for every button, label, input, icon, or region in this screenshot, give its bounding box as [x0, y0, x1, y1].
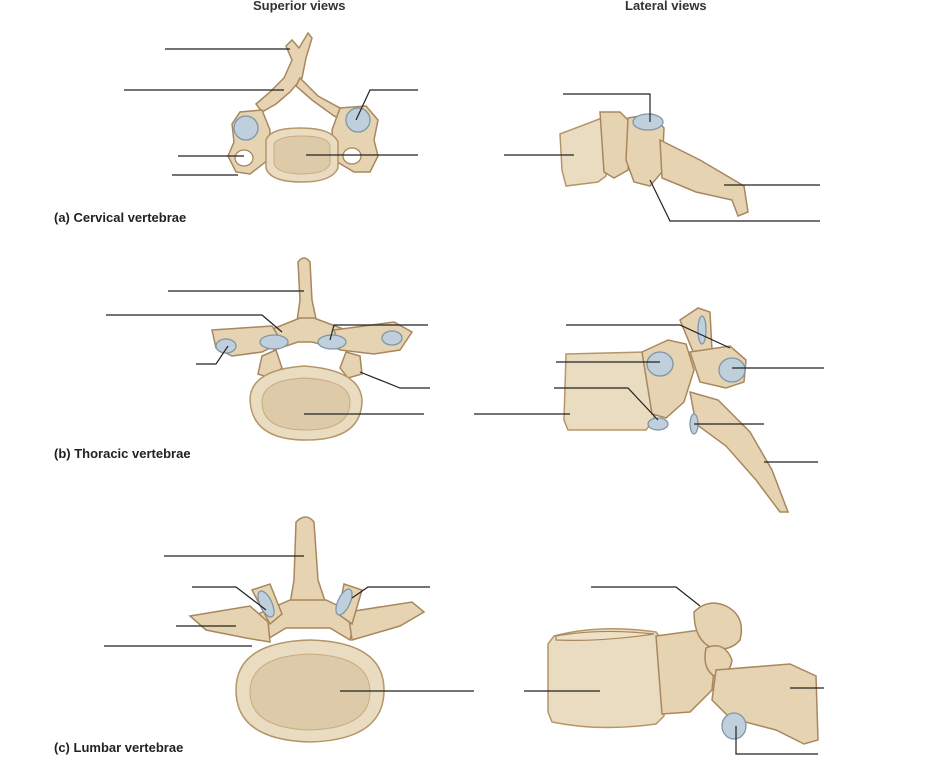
- thoracic-superior-vertebra: [211, 257, 414, 441]
- thoracic-transverse-costal-facet-right: [381, 330, 403, 346]
- thoracic-transverse-process-right: [333, 321, 414, 355]
- cervical-superior-facet-left: [233, 115, 259, 141]
- cervical-transverse-foramen-left: [234, 149, 254, 167]
- leader-line: [106, 314, 283, 333]
- leader-line: [192, 586, 267, 611]
- lumbar-lamina: [257, 599, 357, 642]
- superior-views-heading: Superior views: [253, 0, 346, 13]
- lumbar-lateral-spinous-process: [711, 663, 819, 745]
- leader-line: [355, 89, 418, 121]
- cervical-spinous-process: [254, 31, 313, 113]
- leader-line: [735, 726, 818, 755]
- thoracic-lateral-body: [563, 351, 655, 431]
- lumbar-spinous-process: [289, 516, 328, 605]
- thoracic-lateral-superior-facet: [697, 315, 707, 345]
- cervical-lateral-spinous-process: [659, 138, 749, 217]
- thoracic-superior-articular-facet-right: [317, 334, 347, 350]
- cervical-lateral-vertebra: [559, 111, 749, 217]
- thoracic-lateral-inferior-costal-facet: [647, 417, 669, 431]
- leader-line: [649, 179, 820, 222]
- thoracic-lateral-superior-costal-facet: [646, 351, 674, 377]
- thoracic-lateral-vertebra: [563, 307, 790, 513]
- leader-line: [591, 586, 701, 607]
- lumbar-section-label: (c) Lumbar vertebrae: [54, 740, 184, 755]
- leader-line: [563, 93, 651, 122]
- cervical-lateral-pedicle: [599, 111, 633, 179]
- lumbar-lateral-inferior-articular-facet: [721, 712, 747, 740]
- thoracic-superior-articular-facet-left: [259, 334, 289, 350]
- lumbar-transverse-process-left: [188, 605, 271, 643]
- cervical-transverse-foramen-right: [342, 147, 362, 165]
- lateral-views-heading: Lateral views: [625, 0, 707, 13]
- leader-line: [554, 387, 659, 421]
- lumbar-lateral-superior-articular-process: [693, 602, 743, 650]
- lumbar-lateral-body: [547, 628, 665, 729]
- thoracic-lateral-spinous-process: [689, 390, 790, 513]
- thoracic-lateral-transverse-costal-facet: [718, 357, 746, 383]
- lumbar-superior-vertebra: [188, 516, 426, 743]
- leader-line: [196, 345, 229, 365]
- lumbar-superior-articular-facet-right: [335, 588, 353, 616]
- leader-line: [359, 371, 430, 389]
- lumbar-transverse-process-right: [347, 601, 426, 641]
- cervical-lateral-superior-facet: [632, 113, 664, 131]
- leader-line: [351, 586, 430, 599]
- leader-lines: [104, 48, 824, 755]
- lumbar-lateral-vertebra: [547, 602, 819, 745]
- thoracic-transverse-costal-facet-left: [215, 338, 237, 354]
- cervical-superior-facet-right: [345, 107, 371, 133]
- leader-line: [566, 324, 731, 349]
- leader-line: [329, 324, 428, 341]
- thoracic-section-label: (b) Thoracic vertebrae: [54, 446, 191, 461]
- cervical-section-label: (a) Cervical vertebrae: [54, 210, 187, 225]
- cervical-superior-vertebra: [227, 31, 379, 183]
